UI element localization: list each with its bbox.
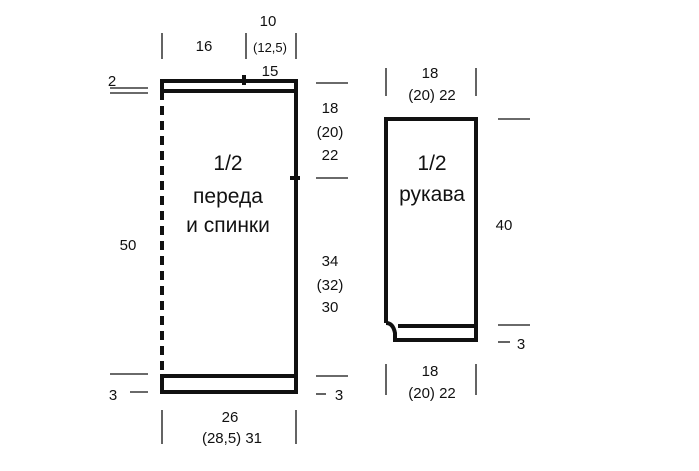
bottom-width-2: (28,5) 31 [202,430,262,447]
front-dimension-lines [110,33,348,444]
side-length-2: (32) [317,277,344,294]
front-title-line2: и спинки [186,214,270,237]
sleeve-title-line1: рукава [399,183,465,206]
sleeve-title-fraction: 1/2 [417,152,446,175]
total-height-label: 50 [120,237,137,254]
side-length-3: 30 [322,299,339,316]
sleeve-piece [384,117,478,342]
sleeve-cuff-curve [385,321,397,340]
hem-right-label: 3 [335,387,343,404]
sleeve-bottom-width-2: (20) 22 [408,385,456,402]
shoulder-size-3: 15 [262,63,279,80]
sleeve-dimension-lines [385,68,530,395]
sleeve-cuff-label: 3 [517,336,525,353]
front-back-piece [160,75,300,394]
armhole-depth-1: 18 [322,100,339,117]
sleeve-top-width-1: 18 [422,65,439,82]
side-length-1: 34 [322,253,339,270]
armhole-depth-3: 22 [322,147,339,164]
sleeve-top-width-2: (20) 22 [408,87,456,104]
front-title-fraction: 1/2 [213,152,242,175]
armhole-depth-2: (20) [317,124,344,141]
sleeve-bottom-width-1: 18 [422,363,439,380]
sleeve-length-label: 40 [496,217,513,234]
bottom-width-1: 26 [222,409,239,426]
top-offset-label: 2 [108,73,116,90]
shoulder-size-2: (12,5) [253,40,287,55]
front-title-line1: переда [193,185,263,208]
hem-left-label: 3 [109,387,117,404]
front-width-top-left: 16 [196,38,213,55]
shoulder-size-1: 10 [260,13,277,30]
